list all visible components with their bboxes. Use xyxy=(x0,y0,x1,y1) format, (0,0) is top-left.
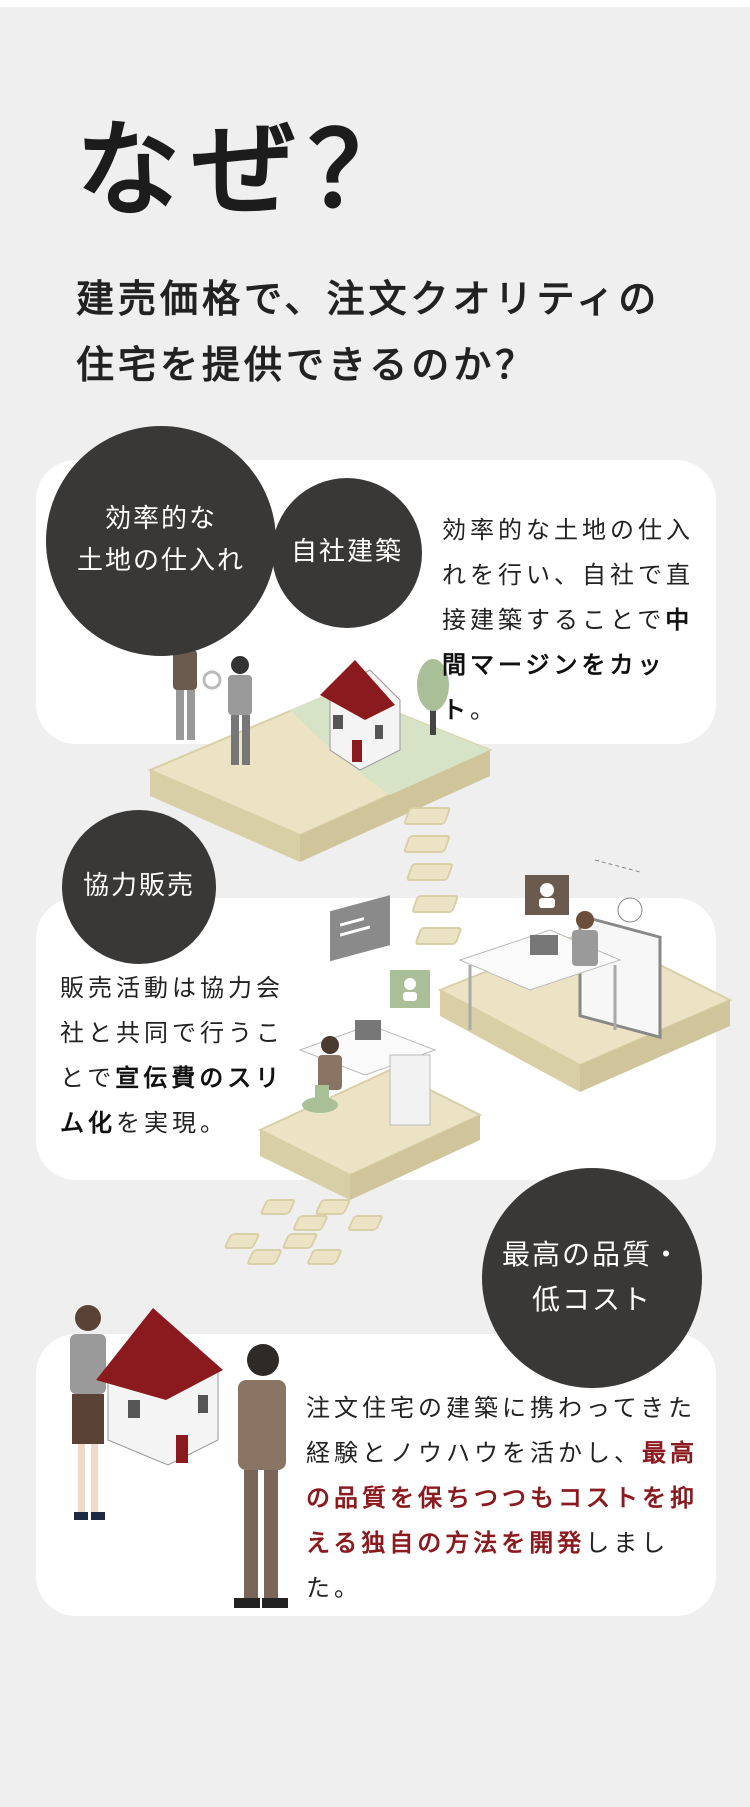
top-strip xyxy=(0,0,750,7)
label-circle-coop-sales: 協力販売 xyxy=(62,810,216,964)
label-circle-land: 効率的な 土地の仕入れ xyxy=(46,426,276,656)
label-land-text: 効率的な 土地の仕入れ xyxy=(76,504,245,576)
subheading-line-1: 建売価格で、注文クオリティの xyxy=(76,277,661,321)
person-bubble-icon-green xyxy=(390,970,430,1008)
description-coop: 販売活動は協力会社と共同で行うことで宣伝費のスリム化を実現。 xyxy=(60,966,300,1146)
description-land-tail: 。 xyxy=(470,696,498,724)
label-self-build-text: 自社建築 xyxy=(290,537,403,568)
house-icon xyxy=(96,1308,223,1466)
description-coop-bold-1: 宣伝費の xyxy=(115,1064,228,1092)
description-quality-tail: しました。 xyxy=(306,1529,670,1602)
woman-figure-icon xyxy=(70,1305,106,1520)
description-coop-tail: を実現。 xyxy=(116,1109,228,1137)
description-coop-bold-2: スリム化 xyxy=(60,1064,284,1137)
description-quality-accent: 最高の品質を保ちつつもコストを抑える独自の方法を開発 xyxy=(306,1439,698,1557)
stepping-stones-top xyxy=(403,807,462,945)
description-coop-plain: 販売活動は協力会社と共同で行うことで xyxy=(60,974,284,1092)
office-desk-illustration xyxy=(257,859,733,1200)
man-figure-icon xyxy=(234,1344,288,1608)
document-bubble-icon xyxy=(330,895,390,962)
description-quality-plain: 注文住宅の建築に携わってきた経験とノウハウを活かし、 xyxy=(306,1394,697,1467)
description-quality: 注文住宅の建築に携わってきた経験とノウハウを活かし、最高の品質を保ちつつもコスト… xyxy=(306,1386,706,1611)
label-circle-quality-cost: 最高の品質・ 低コスト xyxy=(482,1168,702,1388)
house-icon xyxy=(320,660,401,771)
tree-icon xyxy=(417,659,449,735)
label-quality-cost-text: 最高の品質・ 低コスト xyxy=(501,1238,682,1316)
description-land-plain: 効率的な土地の仕入れを行い、自社で直接建築することで xyxy=(442,516,694,634)
subheading-line-2: 住宅を提供できるのか？ xyxy=(76,343,538,387)
label-circle-self-build: 自社建築 xyxy=(272,478,422,628)
page-title: なぜ？ xyxy=(76,109,425,231)
person-bubble-icon xyxy=(525,875,569,915)
land-house-illustration: ¥ xyxy=(147,510,493,862)
description-land: 効率的な土地の仕入れを行い、自社で直接建築することで中間マージンをカット。 xyxy=(442,508,702,733)
house-handover-illustration xyxy=(70,1305,288,1608)
stepping-stones-bottom xyxy=(224,1199,383,1265)
description-land-bold: 中間マージンをカット xyxy=(442,606,694,724)
label-coop-sales-text: 協力販売 xyxy=(82,871,195,902)
